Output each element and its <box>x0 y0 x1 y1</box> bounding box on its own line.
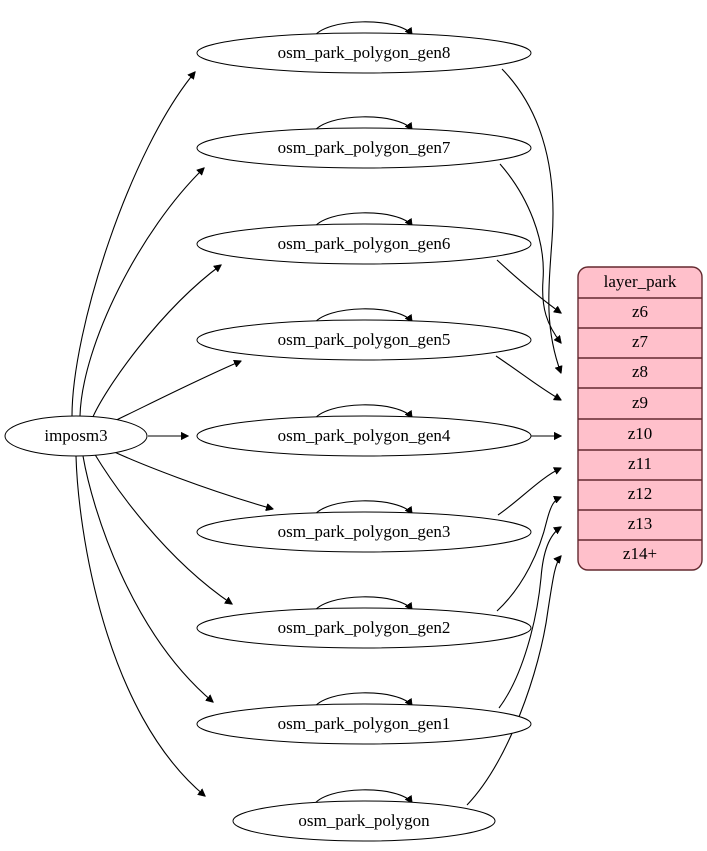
self-loop-gen4 <box>312 404 412 422</box>
node-osm-park-polygon-gen4[interactable]: osm_park_polygon_gen4 <box>196 415 532 457</box>
edge-gen2-to-z12 <box>496 497 561 612</box>
edge-gen6-to-z6 <box>496 259 561 313</box>
node-osm-park-polygon-gen5[interactable]: osm_park_polygon_gen5 <box>196 319 532 361</box>
node-label: osm_park_polygon_gen4 <box>278 426 451 445</box>
node-osm-park-polygon[interactable]: osm_park_polygon <box>232 800 496 842</box>
node-label: imposm3 <box>44 426 107 445</box>
edge-imposm3-to-gen3 <box>109 449 273 509</box>
node-osm-park-polygon-gen1[interactable]: osm_park_polygon_gen1 <box>196 703 532 745</box>
edge-imposm3-to-gen1 <box>82 455 213 702</box>
edge-gen1-to-z13 <box>498 527 561 709</box>
self-loop-gen8 <box>312 21 412 39</box>
layer-row-z13[interactable]: z13 <box>628 514 653 533</box>
self-loop-gen7 <box>312 116 412 134</box>
self-loop-gen1 <box>312 692 412 710</box>
node-osm-park-polygon-gen2[interactable]: osm_park_polygon_gen2 <box>196 607 532 649</box>
node-label: osm_park_polygon <box>298 811 430 830</box>
layer-row-z7[interactable]: z7 <box>632 332 649 351</box>
edge-imposm3-to-gen5 <box>109 361 241 424</box>
node-label: osm_park_polygon_gen6 <box>278 234 451 253</box>
edge-imposm3-to-gen6 <box>91 265 221 420</box>
layer-row-z11[interactable]: z11 <box>628 454 652 473</box>
node-label: osm_park_polygon_gen5 <box>278 330 451 349</box>
edge-imposm3-to-osm-park-polygon <box>75 455 205 796</box>
self-loop-gen2 <box>312 596 412 614</box>
layer-row-z6[interactable]: z6 <box>632 302 648 321</box>
edge-imposm3-to-gen7 <box>79 168 204 417</box>
node-label: osm_park_polygon_gen3 <box>278 522 451 541</box>
edge-gen7-to-z7 <box>499 163 561 343</box>
edge-gen8-to-z8 <box>501 68 561 373</box>
node-osm-park-polygon-gen8[interactable]: osm_park_polygon_gen8 <box>196 32 532 74</box>
node-label: osm_park_polygon_gen8 <box>278 43 451 62</box>
node-osm-park-polygon-gen3[interactable]: osm_park_polygon_gen3 <box>196 511 532 553</box>
node-label: osm_park_polygon_gen7 <box>278 138 451 157</box>
edge-gen5-to-z9 <box>495 355 561 400</box>
edge-imposm3-to-gen2 <box>93 452 232 604</box>
self-loop-osm-park-polygon <box>312 789 412 807</box>
edge-osm-park-polygon-to-z14 <box>466 556 561 806</box>
edge-imposm3-to-gen8 <box>71 72 195 417</box>
layer-row-z14plus[interactable]: z14+ <box>623 544 657 563</box>
layer-row-z8[interactable]: z8 <box>632 362 648 381</box>
self-loop-gen6 <box>312 212 412 230</box>
node-osm-park-polygon-gen7[interactable]: osm_park_polygon_gen7 <box>196 127 532 169</box>
self-loop-gen3 <box>312 500 412 518</box>
edges-source-to-tables <box>71 72 273 796</box>
node-imposm3[interactable]: imposm3 <box>4 415 148 457</box>
edge-gen3-to-z11 <box>497 468 561 516</box>
node-label: osm_park_polygon_gen2 <box>278 618 451 637</box>
layer-row-z12[interactable]: z12 <box>628 484 653 503</box>
node-layer-park-record[interactable]: layer_park z6 z7 z8 z9 z10 z11 z12 z13 z… <box>577 266 703 571</box>
edges-self-loops <box>312 21 412 807</box>
self-loop-gen5 <box>312 308 412 326</box>
layer-row-z9[interactable]: z9 <box>632 393 648 412</box>
edges-tables-to-layer <box>466 68 561 806</box>
node-label: osm_park_polygon_gen1 <box>278 714 451 733</box>
node-osm-park-polygon-gen6[interactable]: osm_park_polygon_gen6 <box>196 223 532 265</box>
layer-row-z10[interactable]: z10 <box>628 424 653 443</box>
layer-park-title: layer_park <box>604 272 677 291</box>
